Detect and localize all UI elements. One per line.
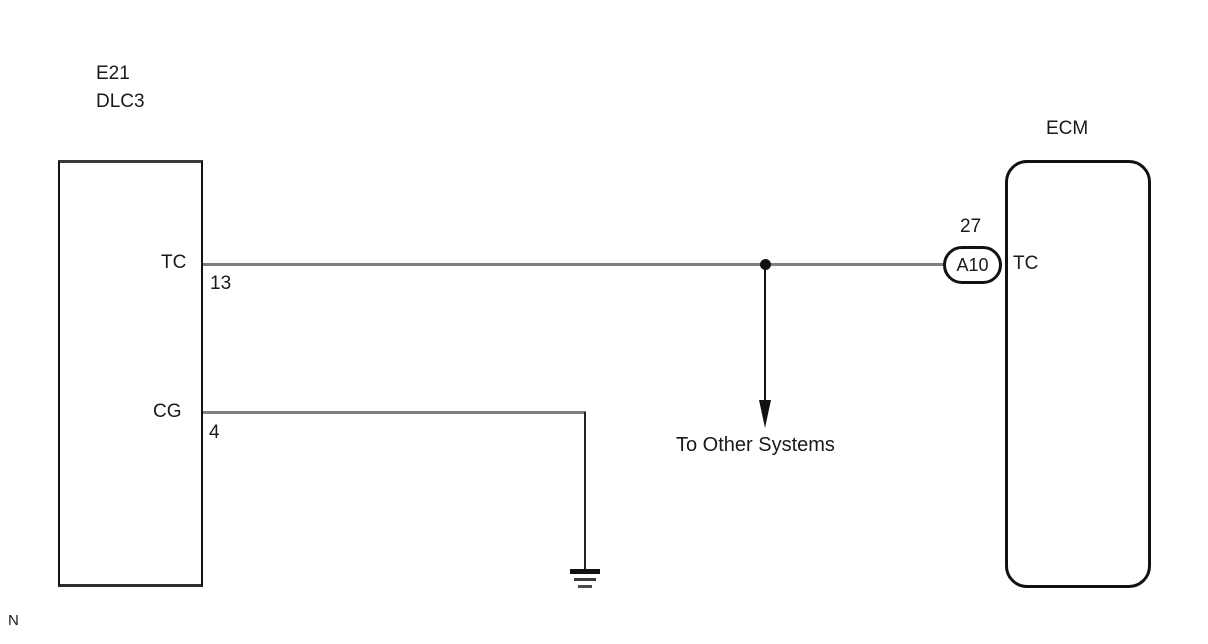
connector-right-box xyxy=(1005,160,1151,588)
connector-left-title: E21 DLC3 xyxy=(96,60,145,116)
pin-label-tc-right: TC xyxy=(1013,253,1039,274)
ground-bar-top xyxy=(570,569,600,574)
footnote-letter: N xyxy=(8,612,19,629)
pin-number-4: 4 xyxy=(209,422,220,443)
pin-number-13: 13 xyxy=(210,273,232,294)
branch-label: To Other Systems xyxy=(676,434,835,456)
branch-line xyxy=(764,264,766,402)
terminal-oval-a10: A10 xyxy=(943,246,1002,284)
connector-left-name: DLC3 xyxy=(96,91,145,112)
cg-wire xyxy=(203,411,586,414)
pin-label-tc-left: TC xyxy=(161,252,187,273)
ground-line xyxy=(584,412,586,571)
tc-wire xyxy=(203,263,945,266)
pin-number-27: 27 xyxy=(960,216,982,237)
arrow-down-icon xyxy=(759,400,771,428)
connector-left-box xyxy=(58,160,203,587)
pin-label-cg: CG xyxy=(153,401,182,422)
terminal-label-a10: A10 xyxy=(956,254,989,275)
ground-bar-middle xyxy=(574,578,596,581)
connector-left-code: E21 xyxy=(96,63,130,84)
connector-right-title: ECM xyxy=(1046,118,1089,139)
ground-bar-bottom xyxy=(578,585,592,588)
